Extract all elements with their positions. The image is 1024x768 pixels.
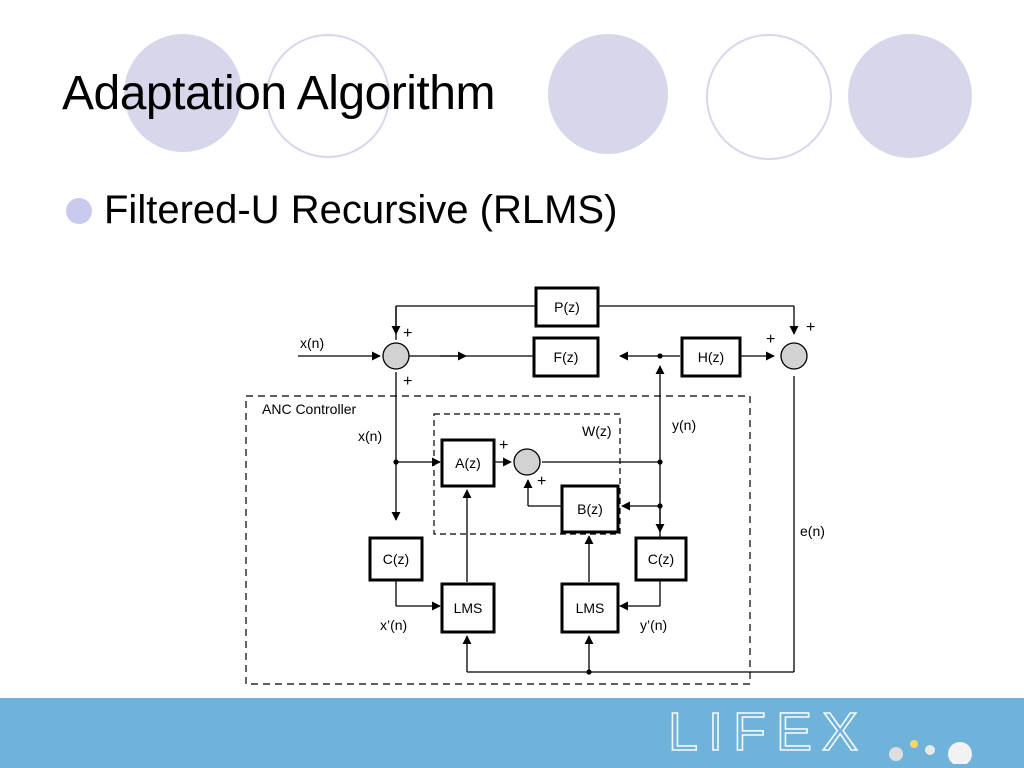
block-p	[534, 286, 600, 328]
sum-junction-input	[382, 342, 410, 370]
block-p-label: P(z)	[554, 299, 580, 315]
block-lms-right	[560, 582, 620, 634]
block-f	[532, 336, 600, 378]
plus-sign: +	[806, 319, 815, 336]
decor-circle-2	[266, 34, 390, 158]
label-w: W(z)	[582, 423, 612, 439]
block-h-label: H(z)	[698, 349, 724, 365]
w-filter-box	[433, 413, 621, 535]
label-y: y(n)	[672, 417, 696, 433]
footer-bar	[0, 698, 1024, 768]
plus-sign: +	[766, 331, 775, 348]
lifex-logo: LIFEX	[667, 701, 972, 764]
label-anc-controller: ANC Controller	[262, 401, 356, 417]
decor-circle-5	[848, 34, 972, 158]
label-e: e(n)	[800, 523, 825, 539]
anc-block-diagram: P(z) F(z) H(z) A(z) B(z) C(z) C(z) LMS L…	[222, 268, 844, 698]
anc-controller-box	[245, 395, 751, 685]
plus-sign: +	[537, 473, 546, 490]
decor-circle-3	[548, 34, 668, 154]
logo-dot-4	[948, 742, 972, 764]
bullet-text: Filtered-U Recursive (RLMS)	[104, 188, 618, 232]
plus-sign: +	[403, 325, 412, 342]
bullet-dot-icon	[66, 197, 92, 224]
block-h	[680, 336, 742, 378]
label-x-inner: x(n)	[358, 428, 382, 444]
block-c-left	[368, 536, 424, 582]
logo-text: LIFEX	[668, 702, 868, 762]
block-a-label: A(z)	[455, 455, 481, 471]
label-x-input: x(n)	[300, 335, 324, 351]
block-b-label: B(z)	[577, 501, 603, 517]
block-c-left-label: C(z)	[383, 551, 409, 567]
block-f-label: F(z)	[554, 349, 579, 365]
decor-circle-4	[706, 34, 832, 160]
label-x-prime: x’(n)	[380, 617, 407, 633]
decor-circle-1	[124, 34, 242, 152]
block-lms-left	[440, 582, 496, 634]
block-lms-left-label: LMS	[454, 600, 483, 616]
logo-dot-1	[889, 747, 903, 761]
block-a	[440, 438, 496, 488]
plus-sign: +	[499, 437, 508, 454]
block-lms-right-label: LMS	[576, 600, 605, 616]
slide-title: Adaptation Algorithm	[62, 67, 495, 120]
block-c-right-label: C(z)	[648, 551, 674, 567]
sum-junction-w	[513, 448, 541, 476]
sum-junction-error	[780, 342, 808, 370]
block-c-right	[634, 536, 688, 582]
block-b	[560, 484, 620, 534]
plus-sign: +	[403, 373, 412, 390]
logo-dot-2	[910, 740, 918, 748]
logo-dot-3	[925, 745, 935, 755]
label-y-prime: y’(n)	[640, 617, 667, 633]
bullet-item: Filtered-U Recursive (RLMS)	[66, 188, 617, 233]
